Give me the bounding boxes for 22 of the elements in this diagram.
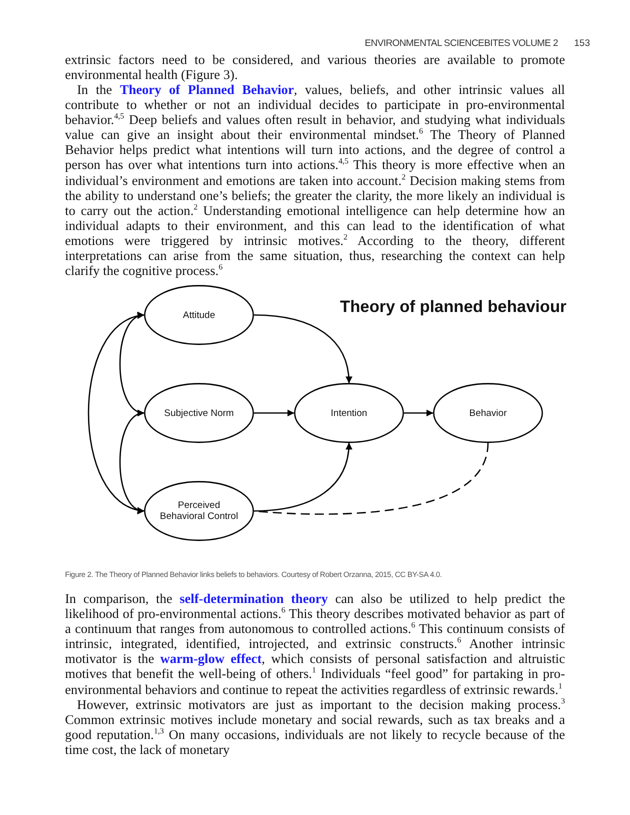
body-paragraph: In comparison, the self-determination theory can also be utilized to help predict the likelihood of pro-environmental actions.$^{6}$ This theory describes motivated behavior as part of a continuum that ranges from autonomous to controlled actions.$^{6}$ This continuum consists of intrinsic, integrated, identified, introjected, and extrinsic constructs.$^{6}$ Another intrinsic motivator is the warm-glow effect, which consists of personal satisfaction and altruistic motives that benefit the well-being of others.$^{1}$ Individuals “feel good” for partaking in pro-environmental behaviors and continue to repeat the activities regardless of extrinsic rewards.$^{1}$ <box>65 591 565 697</box>
ellipse-node: Subjective Norm <box>144 383 254 443</box>
arrow <box>254 314 352 384</box>
arrow <box>254 442 352 512</box>
page-number: 153 <box>574 38 590 49</box>
diagram-title: Theory of planned behaviour <box>340 298 566 317</box>
text-link: warm-glow effect <box>160 651 262 666</box>
ellipse-node: Perceived Behavioral Control <box>144 481 254 541</box>
ellipse-node: Intention <box>294 383 404 443</box>
body-paragraph: In the Theory of Planned Behavior, values, beliefs, and other intrinsic values all contribute to whether or not an individual decides to participate in pro-environmental behavior.$^{4,5}$ Deep beliefs and values often result in behavior, and studying what individuals value can give an insight about their environmental mindset.$^{6}$ The Theory of Planned Behavior helps predict what intentions will turn into actions, and the degree of control a person has over what intentions turn into actions.$^{4,5}$ This theory is more effective when an individual’s environment and emotions are taken into account.$^{2}$ Decision making stems from the ability to understand one’s beliefs; the greater the clarity, the more likely an individual is to carry out the action.$^{2}$ Understanding emotional intelligence can help determine how an individual adapts to their environment, and this can lead to the identification of what emotions were triggered by intrinsic motives.$^{2}$ According to the theory, different interpretations can arise from the same situation, thus, researching the context can help clarify the cognitive process.$^{6}$ <box>65 82 565 278</box>
arrow <box>119 411 144 513</box>
running-header: ENVIRONMENTAL SCIENCEBITES VOLUME 2 <box>364 38 558 49</box>
text-link: self-determination theory <box>180 591 328 606</box>
ellipse-node: Behavior <box>433 383 543 443</box>
arrow <box>88 313 144 513</box>
arrow <box>254 410 294 416</box>
arrow <box>119 313 144 415</box>
arrow <box>404 410 434 416</box>
body-paragraph: extrinsic factors need to be considered, and various theories are available to promote environmental health (Figure 3). <box>65 52 565 82</box>
body-paragraph: However, extrinsic motivators are just as important to the decision making process.$^{3}$ Common extrinsic motives include monetary and social rewards, such as tax breaks and a good reputation.$^{1,3}$ On many occasions, individuals are not likely to recycle because of the time cost, the lack of monetary <box>65 697 565 758</box>
text-link: Theory of Planned Behavior <box>120 82 294 97</box>
ellipse-node: Attitude <box>144 285 254 345</box>
